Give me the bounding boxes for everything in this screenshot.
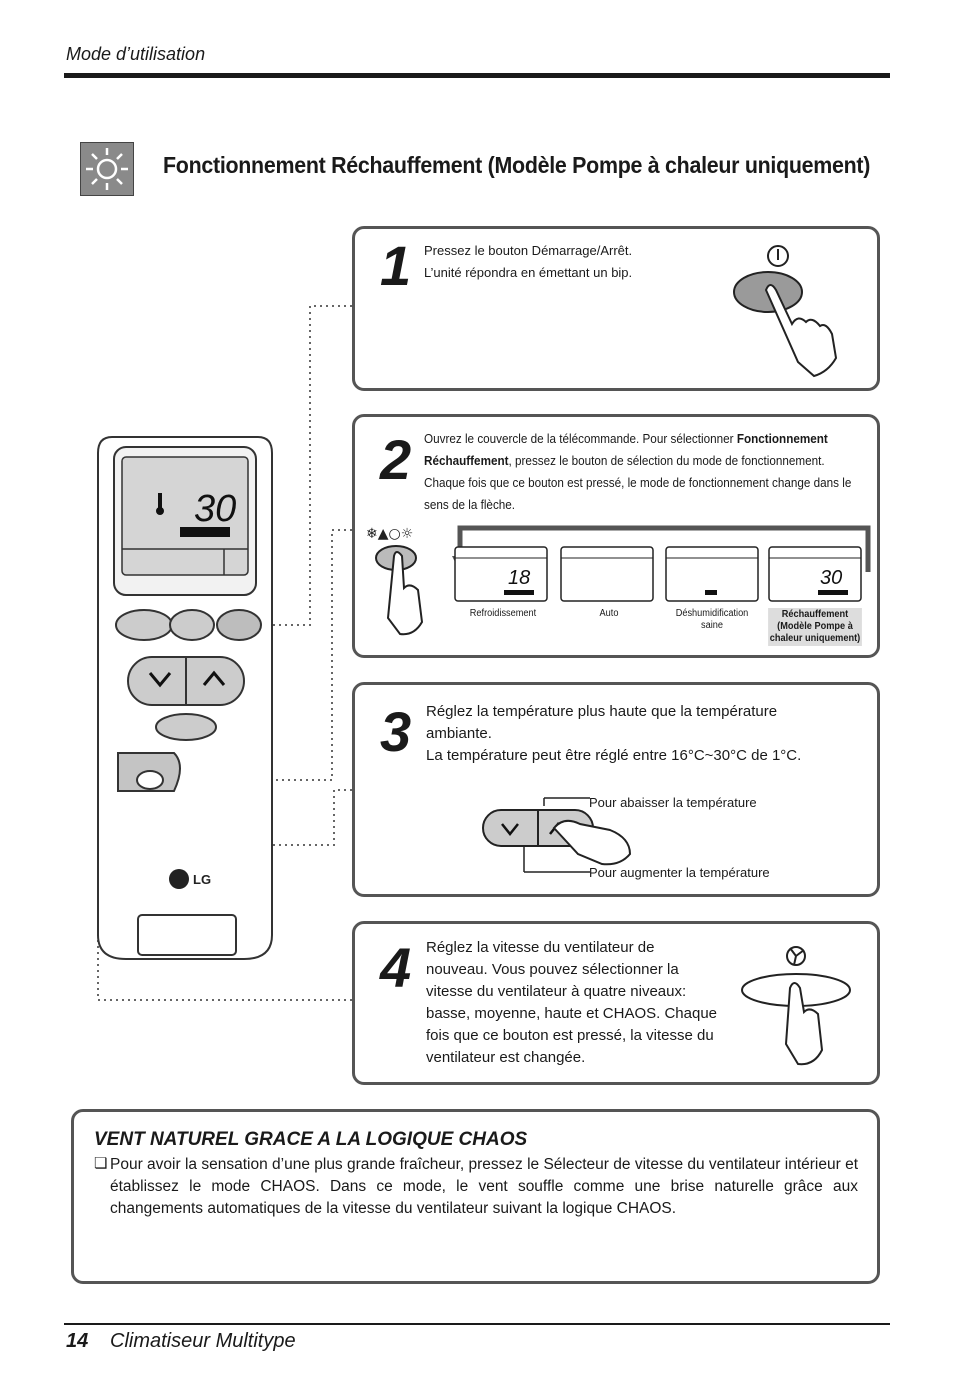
step-1-box [352, 226, 880, 391]
tip-title: VENT NATUREL GRACE A LA LOGIQUE CHAOS [94, 1129, 528, 1150]
mode-button-icon: ❄▲○☼ [366, 526, 424, 636]
lcd-auto [560, 546, 654, 602]
temp-buttons-icon [482, 797, 632, 873]
callout-lower-temp: Pour abaisser la température [589, 795, 757, 810]
mode-label-cool: Refroidissement [469, 608, 537, 619]
mode-label-auto: Auto [599, 608, 619, 619]
lcd-dry [665, 546, 759, 602]
fan-button-icon [741, 946, 851, 1066]
step-3-text: Réglez la température plus haute que la … [426, 703, 802, 764]
svg-text:18: 18 [508, 567, 530, 589]
mode-label-dry: Déshumidification saine [675, 608, 749, 631]
step-1-number: 1 [380, 234, 412, 297]
header-rule [64, 73, 890, 78]
section-label: Mode d’utilisation [66, 44, 206, 64]
step-2-number: 2 [380, 428, 412, 491]
page-number: 14 [66, 1330, 89, 1352]
callout-raise-temp: Pour augmenter la température [589, 865, 770, 880]
step-3-box [352, 682, 880, 897]
svg-text:30: 30 [820, 567, 842, 589]
sun-icon [80, 142, 134, 196]
svg-text:LG: LG [193, 872, 211, 887]
tip-box [71, 1109, 880, 1284]
step-4-number: 4 [380, 936, 412, 999]
lcd-cool: 18 [454, 546, 548, 602]
tip-text: Pour avoir la sensation d’une plus grand… [110, 1156, 858, 1217]
footer-rule [64, 1323, 890, 1325]
remote-control: 30 LG [97, 436, 273, 960]
svg-text:30: 30 [194, 488, 236, 530]
svg-text:❄▲○☼: ❄▲○☼ [366, 526, 413, 542]
step-1-text: Pressez le bouton Démarrage/Arrêt.L’unit… [424, 243, 633, 280]
step-2-text: Ouvrez le couvercle de la télécommande. … [424, 431, 852, 512]
page-title: Fonctionnement Réchauffement (Modèle Pom… [163, 152, 871, 178]
lcd-heat: 30 [768, 546, 862, 602]
step-3-number: 3 [380, 700, 412, 763]
tip-bullet-icon: ❏ [94, 1155, 108, 1172]
footer-label: Climatiseur Multitype [110, 1330, 296, 1352]
power-button-icon [733, 245, 838, 378]
mode-label-heat: Réchauffement (Modèle Pompe à chaleur un… [768, 608, 862, 646]
